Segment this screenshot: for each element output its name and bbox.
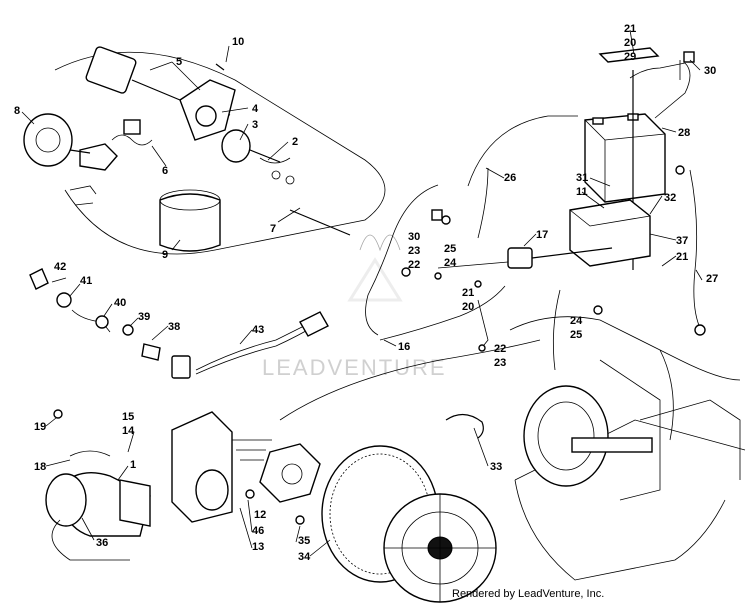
callout-15: 15 — [122, 411, 134, 423]
callout-20-top: 20 — [624, 37, 636, 49]
callout-30-mid: 30 — [408, 231, 420, 243]
callout-24-mid: 24 — [444, 257, 457, 269]
callout-22-mid: 22 — [408, 259, 420, 271]
callout-3: 3 — [252, 119, 258, 131]
callout-36: 36 — [96, 537, 108, 549]
callout-11: 11 — [576, 186, 588, 198]
callout-12: 12 — [254, 509, 266, 521]
callout-25-right: 25 — [570, 329, 582, 341]
callout-21-mid: 21 — [462, 287, 474, 299]
callout-20-mid: 20 — [462, 301, 474, 313]
callout-28: 28 — [678, 127, 690, 139]
callout-5: 5 — [176, 56, 182, 68]
callout-10: 10 — [232, 36, 244, 48]
callout-37: 37 — [676, 235, 688, 247]
callout-7: 7 — [270, 223, 276, 235]
callout-46: 46 — [252, 525, 264, 537]
starter-mounting — [45, 339, 541, 561]
callout-23-mid: 23 — [408, 245, 420, 257]
callout-35: 35 — [298, 535, 310, 547]
callout-24-right: 24 — [570, 315, 583, 327]
callout-21-right: 21 — [676, 251, 688, 263]
callout-22-low: 22 — [494, 343, 506, 355]
callout-labels: 10 5 4 3 2 8 6 7 9 21 20 29 30 28 26 31 … — [14, 23, 718, 563]
callout-29: 29 — [624, 51, 636, 63]
callout-21-top: 21 — [624, 23, 636, 35]
watermark-text: LEADVENTURE — [262, 355, 447, 380]
snap-ring — [445, 413, 484, 439]
callout-16: 16 — [398, 341, 410, 353]
callout-8: 8 — [14, 105, 20, 117]
callout-31: 31 — [576, 172, 588, 184]
battery-assembly — [467, 47, 706, 336]
callout-43: 43 — [252, 324, 264, 336]
callout-41: 41 — [80, 275, 92, 287]
credit-text: Rendered by LeadVenture, Inc. — [452, 588, 605, 600]
callout-17: 17 — [536, 229, 548, 241]
callout-33: 33 — [490, 461, 502, 473]
flywheel-ring-gear — [321, 445, 497, 603]
callout-40: 40 — [114, 297, 126, 309]
callout-18: 18 — [34, 461, 46, 473]
callout-23-low: 23 — [494, 357, 506, 369]
callout-39: 39 — [138, 311, 150, 323]
callout-25-mid: 25 — [444, 243, 456, 255]
callout-32: 32 — [664, 192, 676, 204]
callout-14: 14 — [122, 425, 135, 437]
callout-42: 42 — [54, 261, 66, 273]
callout-1: 1 — [130, 459, 136, 471]
callout-38: 38 — [168, 321, 180, 333]
callout-34: 34 — [298, 551, 311, 563]
callout-6: 6 — [162, 165, 168, 177]
callout-4: 4 — [252, 103, 259, 115]
watermark-logo — [347, 234, 403, 302]
wiring-harness — [29, 268, 329, 379]
callout-9: 9 — [162, 249, 168, 261]
callout-27: 27 — [706, 273, 718, 285]
engine-assembly — [509, 316, 746, 581]
callout-30-top: 30 — [704, 65, 716, 77]
callout-26: 26 — [504, 172, 516, 184]
callout-2: 2 — [292, 136, 298, 148]
callout-19: 19 — [34, 421, 46, 433]
starter-motor-exploded — [23, 46, 386, 255]
leader-lines — [21, 29, 703, 557]
callout-13: 13 — [252, 541, 264, 553]
solenoid-wiring — [365, 167, 613, 371]
